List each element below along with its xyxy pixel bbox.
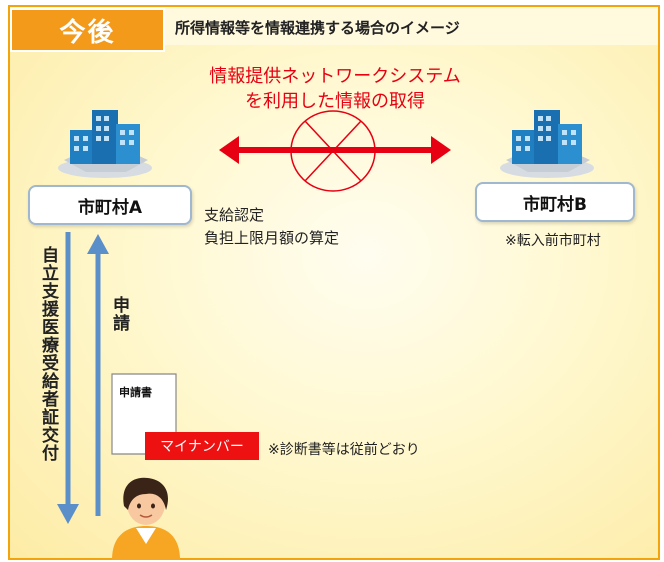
note-payment-approval: 支給認定 [204,206,265,224]
note-previous-municipality: ※転入前市町村 [505,233,601,249]
diagnosis-note: ※診断書等は従前どおり [268,442,420,458]
network-title-line2: を利用した情報の取得 [245,91,425,112]
issue-arrow-down-icon [57,232,79,524]
municipality-b-box: 市町村B [475,182,635,222]
note-monthly-limit: 負担上限月額の算定 [204,229,340,247]
person-icon [112,477,180,560]
application-form-label: 申請書 [119,386,152,399]
apply-arrow-up-icon [87,234,109,516]
issue-certificate-label: 自立支援医療受給者証交付 [38,246,58,462]
apply-label: 申請 [109,296,129,332]
header-tag: 今後 [10,8,165,52]
blocked-exchange-arrow-icon [219,110,451,192]
network-title-line1: 情報提供ネットワークシステム [209,66,461,87]
building-icon-b [500,110,594,178]
municipality-a-box: 市町村A [28,185,192,225]
mynumber-badge: マイナンバー [145,432,259,460]
building-icon-a [58,110,152,178]
header-caption: 所得情報等を情報連携する場合のイメージ [175,19,460,37]
